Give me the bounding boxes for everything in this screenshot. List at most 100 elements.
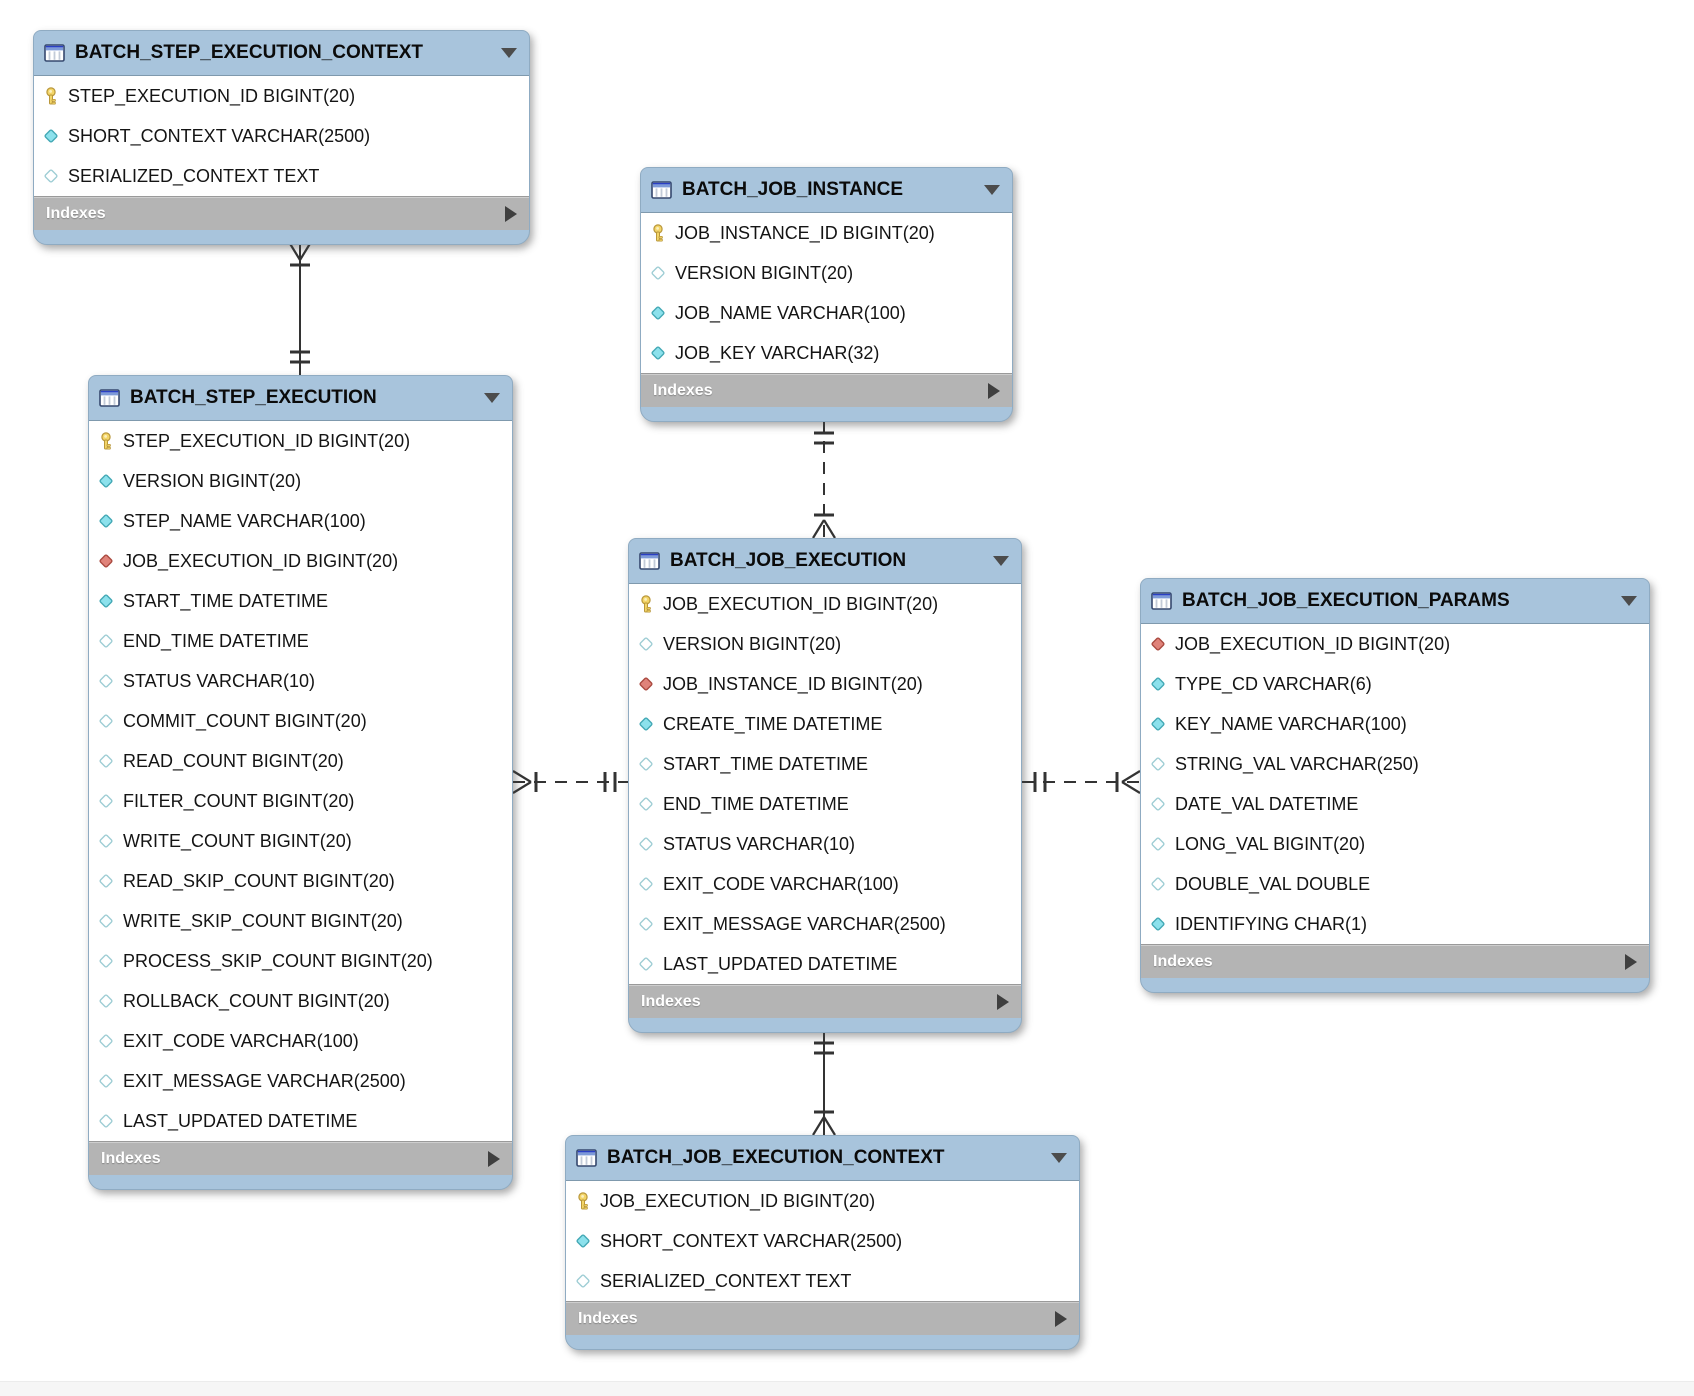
column-name: DATE_VAL [1175, 793, 1264, 814]
column-row[interactable]: WRITE_COUNT BIGINT(20) [89, 821, 512, 861]
column-row[interactable]: WRITE_SKIP_COUNT BIGINT(20) [89, 901, 512, 941]
column-row[interactable]: STRING_VAL VARCHAR(250) [1141, 744, 1649, 784]
relationship-batch-step-execution--batch-job-execution[interactable] [512, 770, 628, 794]
indexes-footer[interactable]: Indexes [34, 197, 529, 230]
column-row[interactable]: STATUS VARCHAR(10) [89, 661, 512, 701]
table-header[interactable]: BATCH_STEP_EXECUTION_CONTEXT [34, 31, 529, 75]
expand-indexes-icon[interactable] [505, 205, 517, 222]
column-row[interactable]: END_TIME DATETIME [89, 621, 512, 661]
relationship-batch-job-execution--batch-job-execution-context[interactable] [812, 1030, 836, 1136]
column-row[interactable]: SHORT_CONTEXT VARCHAR(2500) [34, 116, 529, 156]
column-row[interactable]: LAST_UPDATED DATETIME [629, 944, 1021, 984]
expand-indexes-icon[interactable] [1055, 1310, 1067, 1327]
column-type: BIGINT(20) [302, 870, 395, 891]
indexes-footer[interactable]: Indexes [89, 1142, 512, 1175]
column-type: VARCHAR(100) [777, 302, 906, 323]
column-row[interactable]: DATE_VAL DATETIME [1141, 784, 1649, 824]
column-row[interactable]: VERSION BIGINT(20) [641, 253, 1012, 293]
column-row[interactable]: STEP_EXECUTION_ID BIGINT(20) [34, 76, 529, 116]
table-header[interactable]: BATCH_JOB_INSTANCE [641, 168, 1012, 212]
column-row[interactable]: STATUS VARCHAR(10) [629, 824, 1021, 864]
collapse-arrow-icon[interactable] [984, 185, 1000, 195]
column-row[interactable]: JOB_KEY VARCHAR(32) [641, 333, 1012, 373]
column-type: BIGINT(20) [251, 750, 344, 771]
column-row[interactable]: JOB_EXECUTION_ID BIGINT(20) [566, 1181, 1079, 1221]
column-row[interactable]: READ_COUNT BIGINT(20) [89, 741, 512, 781]
column-row[interactable]: STEP_NAME VARCHAR(100) [89, 501, 512, 541]
nullable-column-icon [637, 876, 654, 892]
column-row[interactable]: START_TIME DATETIME [629, 744, 1021, 784]
indexes-footer[interactable]: Indexes [566, 1302, 1079, 1335]
indexes-footer[interactable]: Indexes [1141, 945, 1649, 978]
relationship-batch-step-execution-context--batch-step-execution[interactable] [288, 241, 312, 375]
column-type: BIGINT(20) [209, 470, 302, 491]
column-row[interactable]: FILTER_COUNT BIGINT(20) [89, 781, 512, 821]
column-name: TYPE_CD [1175, 673, 1259, 694]
column-row[interactable]: EXIT_MESSAGE VARCHAR(2500) [629, 904, 1021, 944]
column-name: SHORT_CONTEXT [68, 125, 227, 146]
column-type: VARCHAR(100) [230, 1030, 359, 1051]
column-list: JOB_EXECUTION_ID BIGINT(20)TYPE_CD VARCH… [1141, 623, 1649, 945]
column-row[interactable]: VERSION BIGINT(20) [89, 461, 512, 501]
table-header[interactable]: BATCH_JOB_EXECUTION_PARAMS [1141, 579, 1649, 623]
column-type: DATETIME [219, 630, 309, 651]
indexes-footer[interactable]: Indexes [641, 374, 1012, 407]
column-row[interactable]: DOUBLE_VAL DOUBLE [1141, 864, 1649, 904]
column-row[interactable]: START_TIME DATETIME [89, 581, 512, 621]
nullable-column-icon [97, 1033, 114, 1049]
relationship-batch-job-execution--batch-job-execution-params[interactable] [1022, 770, 1141, 794]
column-row[interactable]: END_TIME DATETIME [629, 784, 1021, 824]
column-row[interactable]: JOB_NAME VARCHAR(100) [641, 293, 1012, 333]
column-type: DATETIME [778, 753, 869, 774]
expand-indexes-icon[interactable] [488, 1150, 500, 1167]
table-header[interactable]: BATCH_JOB_EXECUTION_CONTEXT [566, 1136, 1079, 1180]
expand-indexes-icon[interactable] [1625, 953, 1637, 970]
column-row[interactable]: IDENTIFYING CHAR(1) [1141, 904, 1649, 944]
column-row[interactable]: JOB_EXECUTION_ID BIGINT(20) [1141, 624, 1649, 664]
column-row[interactable]: VERSION BIGINT(20) [629, 624, 1021, 664]
column-row[interactable]: ROLLBACK_COUNT BIGINT(20) [89, 981, 512, 1021]
column-row[interactable]: STEP_EXECUTION_ID BIGINT(20) [89, 421, 512, 461]
table-header[interactable]: BATCH_JOB_EXECUTION [629, 539, 1021, 583]
required-column-icon [42, 128, 59, 144]
column-name: JOB_EXECUTION_ID [600, 1190, 779, 1211]
column-row[interactable]: JOB_INSTANCE_ID BIGINT(20) [629, 664, 1021, 704]
column-row[interactable]: SERIALIZED_CONTEXT TEXT [34, 156, 529, 196]
indexes-footer[interactable]: Indexes [629, 985, 1021, 1018]
column-row[interactable]: PROCESS_SKIP_COUNT BIGINT(20) [89, 941, 512, 981]
column-row[interactable]: SERIALIZED_CONTEXT TEXT [566, 1261, 1079, 1301]
table-title: BATCH_JOB_INSTANCE [682, 179, 903, 200]
column-type: BIGINT(20) [783, 1190, 876, 1211]
indexes-label: Indexes [1153, 952, 1213, 970]
column-row[interactable]: COMMIT_COUNT BIGINT(20) [89, 701, 512, 741]
column-row[interactable]: EXIT_CODE VARCHAR(100) [89, 1021, 512, 1061]
column-row[interactable]: JOB_EXECUTION_ID BIGINT(20) [629, 584, 1021, 624]
column-type: VARCHAR(10) [196, 670, 316, 691]
table-header[interactable]: BATCH_STEP_EXECUTION [89, 376, 512, 420]
column-row[interactable]: CREATE_TIME DATETIME [629, 704, 1021, 744]
column-row[interactable]: READ_SKIP_COUNT BIGINT(20) [89, 861, 512, 901]
collapse-arrow-icon[interactable] [1051, 1153, 1067, 1163]
column-row[interactable]: EXIT_MESSAGE VARCHAR(2500) [89, 1061, 512, 1101]
column-row[interactable]: SHORT_CONTEXT VARCHAR(2500) [566, 1221, 1079, 1261]
column-name: SERIALIZED_CONTEXT [600, 1270, 801, 1291]
column-row[interactable]: LAST_UPDATED DATETIME [89, 1101, 512, 1141]
column-type: VARCHAR(2500) [807, 913, 946, 934]
column-row[interactable]: EXIT_CODE VARCHAR(100) [629, 864, 1021, 904]
column-row[interactable]: KEY_NAME VARCHAR(100) [1141, 704, 1649, 744]
relationship-batch-job-instance--batch-job-execution[interactable] [812, 420, 836, 539]
indexes-label: Indexes [578, 1309, 638, 1327]
table-icon [576, 1149, 597, 1167]
column-row[interactable]: TYPE_CD VARCHAR(6) [1141, 664, 1649, 704]
column-row[interactable]: JOB_INSTANCE_ID BIGINT(20) [641, 213, 1012, 253]
collapse-arrow-icon[interactable] [484, 393, 500, 403]
column-row[interactable]: JOB_EXECUTION_ID BIGINT(20) [89, 541, 512, 581]
column-row[interactable]: LONG_VAL BIGINT(20) [1141, 824, 1649, 864]
expand-indexes-icon[interactable] [988, 382, 1000, 399]
collapse-arrow-icon[interactable] [501, 48, 517, 58]
collapse-arrow-icon[interactable] [993, 556, 1009, 566]
expand-indexes-icon[interactable] [997, 993, 1009, 1010]
collapse-arrow-icon[interactable] [1621, 596, 1637, 606]
